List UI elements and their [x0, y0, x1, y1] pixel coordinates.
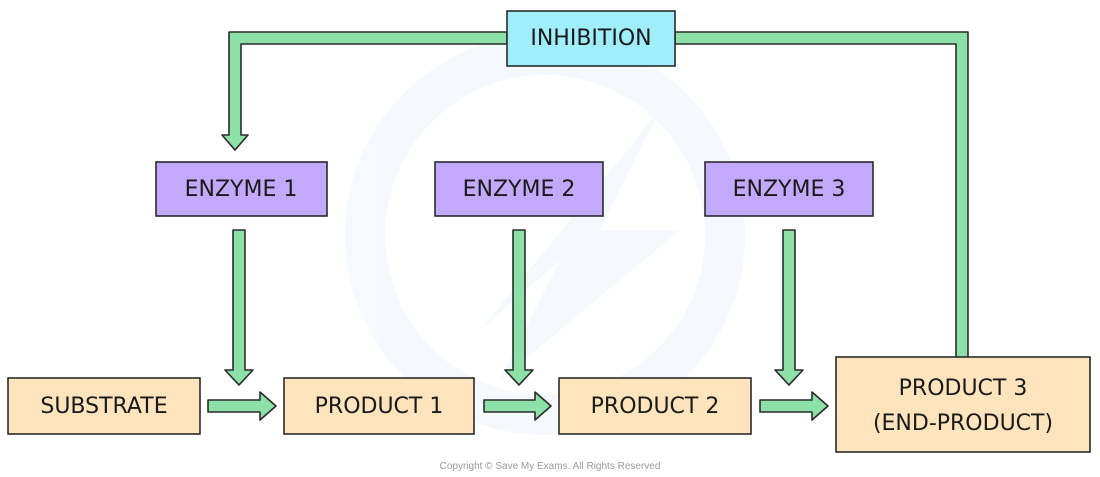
product-2-box: PRODUCT 2 — [558, 377, 752, 435]
inhibition-box: INHIBITION — [506, 10, 676, 67]
enzyme-2-arrow — [504, 229, 534, 386]
enzyme-1-arrow — [224, 229, 254, 386]
product1-to-product2-arrow — [483, 391, 552, 421]
product-label: PRODUCT 1 — [315, 394, 444, 419]
enzyme-label: ENZYME 2 — [463, 177, 576, 202]
enzyme-box-3: ENZYME 3 — [704, 161, 874, 217]
enzyme-box-2: ENZYME 2 — [434, 161, 604, 217]
substrate-box: SUBSTRATE — [7, 377, 201, 435]
enzyme-label: ENZYME 1 — [185, 177, 298, 202]
inhibition-arrow — [221, 31, 508, 151]
enzyme-label: ENZYME 3 — [733, 177, 846, 202]
product2-to-product3-arrow — [759, 391, 829, 421]
product-label: PRODUCT 3 — [899, 376, 1028, 401]
product-1-box: PRODUCT 1 — [283, 377, 475, 435]
inhibition-label: INHIBITION — [530, 26, 651, 51]
enzyme-3-arrow — [774, 229, 804, 386]
enzyme-box-1: ENZYME 1 — [155, 161, 328, 217]
substrate-to-product1-arrow — [207, 391, 277, 421]
product-3-box: PRODUCT 3 (END-PRODUCT) — [835, 356, 1091, 453]
product-label: PRODUCT 2 — [591, 394, 720, 419]
end-product-label: (END-PRODUCT) — [873, 411, 1053, 436]
watermark-logo — [345, 35, 745, 435]
substrate-label: SUBSTRATE — [40, 394, 167, 419]
copyright-text: Copyright © Save My Exams. All Rights Re… — [440, 461, 661, 472]
